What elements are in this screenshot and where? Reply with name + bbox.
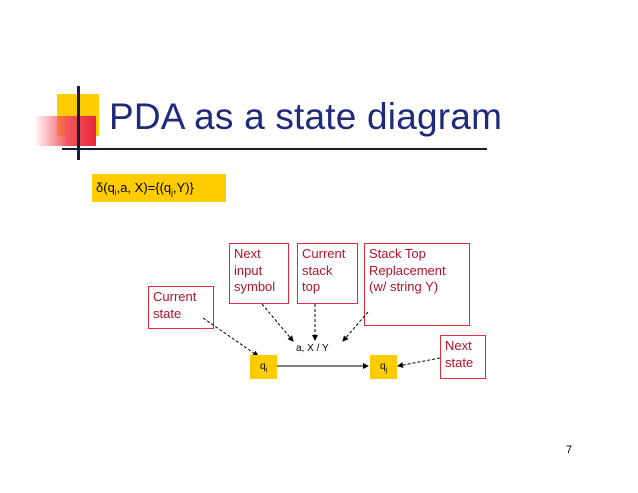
slide-title: PDA as a state diagram xyxy=(109,96,503,137)
formula-sub-i: i xyxy=(114,188,117,198)
decoration-red-gradient-bar xyxy=(34,116,96,146)
title-decoration xyxy=(0,0,487,160)
next-input-symbol-box: Next input symbol xyxy=(229,243,289,304)
stack-top-replacement-label: Stack Top Replacement (w/ string Y) xyxy=(369,246,446,294)
next-state-box: Next state xyxy=(440,335,486,379)
state-qj-sub: j xyxy=(385,367,388,374)
state-qj-base: q xyxy=(379,361,386,372)
state-qj: qj xyxy=(370,355,397,379)
replacement-pointer xyxy=(342,311,369,342)
stack-top-replacement-box: Stack Top Replacement (w/ string Y) xyxy=(364,243,470,326)
next-input-symbol-label: Next input symbol xyxy=(234,246,276,294)
state-qi-sub: i xyxy=(265,367,268,374)
transition-function-formula: δ(qi,a, X)={(qj,Y)} xyxy=(92,174,226,202)
decoration-horizontal-line xyxy=(62,148,487,150)
page-number: 7 xyxy=(566,444,573,456)
decoration-vertical-line xyxy=(77,86,80,160)
next-state-pointer xyxy=(397,357,441,369)
state-qi-base: q xyxy=(259,361,266,372)
current-state-pointer xyxy=(202,317,259,357)
input-symbol-pointer xyxy=(261,303,294,342)
formula-sub-j: j xyxy=(171,188,173,198)
formula-end-part: ,Y)} xyxy=(172,180,194,195)
current-stack-top-box: Current stack top xyxy=(297,243,358,304)
current-state-label: Current state xyxy=(153,289,197,321)
formula-middle-part: ,a, X)={(q xyxy=(116,180,172,195)
transition-label: a, X / Y xyxy=(296,343,329,354)
state-qi: qi xyxy=(250,355,277,379)
current-stack-top-label: Current stack top xyxy=(302,246,346,294)
formula-delta-part: δ(q xyxy=(96,180,115,195)
next-state-label: Next state xyxy=(445,338,474,370)
current-state-box: Current state xyxy=(148,286,214,329)
